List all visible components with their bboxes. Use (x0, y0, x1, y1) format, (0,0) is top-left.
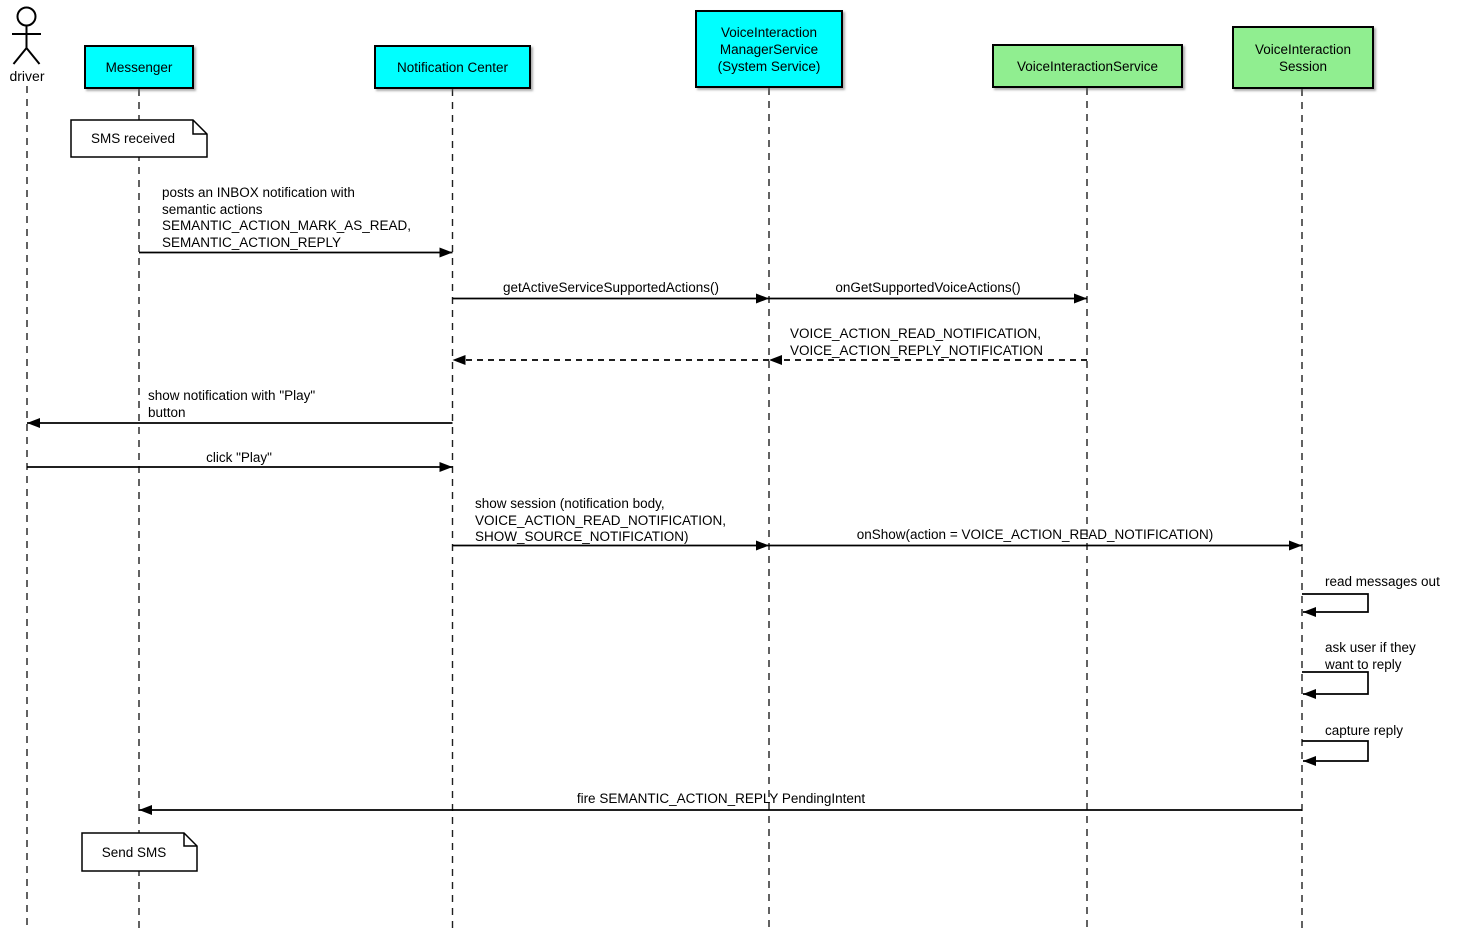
message-return-voice-actions: VOICE_ACTION_READ_NOTIFICATION, VOICE_AC… (790, 326, 1044, 358)
actor-head (16, 6, 37, 27)
message-capture-reply: capture reply (1325, 723, 1404, 738)
message-get-active-service-supported-actions: getActiveServiceSupportedActions() (502, 280, 720, 295)
message-fire-semantic-action-reply: fire SEMANTIC_ACTION_REPLY PendingIntent (576, 791, 866, 806)
actor-leg-right (25, 47, 41, 65)
message-show-notification-play-button: show notification with "Play" button (148, 388, 316, 420)
note-sms-received-shape (70, 119, 208, 158)
self-arrow-read-messages-out (1302, 593, 1369, 617)
self-arrow-ask-user-reply (1302, 671, 1369, 699)
message-show-session: show session (notification body, VOICE_A… (475, 496, 727, 544)
note-send-sms-fold (183, 833, 197, 847)
actor-leg-left (12, 47, 28, 65)
note-sms-received-fold (192, 120, 207, 135)
message-click-play: click "Play" (206, 450, 272, 465)
participant-voice-interaction-manager-service: VoiceInteraction ManagerService (System … (695, 10, 843, 88)
participant-voice-interaction-session: VoiceInteraction Session (1232, 26, 1374, 89)
message-arrows (27, 247, 1369, 815)
lifelines (26, 86, 1303, 928)
note-send-sms-shape (81, 832, 198, 872)
message-ask-user-reply: ask user if they want to reply (1325, 640, 1416, 672)
participant-voice-interaction-service: VoiceInteractionService (992, 44, 1183, 88)
note-shapes (70, 119, 208, 872)
message-on-get-supported-voice-actions: onGetSupportedVoiceActions() (835, 280, 1021, 295)
participant-notification-center: Notification Center (374, 45, 531, 89)
message-posts-inbox-notification: posts an INBOX notification with semanti… (162, 185, 412, 250)
actor-figure (12, 6, 41, 65)
message-on-show: onShow(action = VOICE_ACTION_READ_NOTIFI… (856, 527, 1214, 542)
participant-messenger: Messenger (84, 45, 194, 89)
self-arrow-capture-reply (1302, 740, 1369, 766)
actor-driver-label: driver (9, 68, 45, 84)
note-send-sms: Send SMS (101, 844, 167, 860)
message-read-messages-out: read messages out (1325, 574, 1440, 589)
note-sms-received: SMS received (90, 131, 176, 146)
